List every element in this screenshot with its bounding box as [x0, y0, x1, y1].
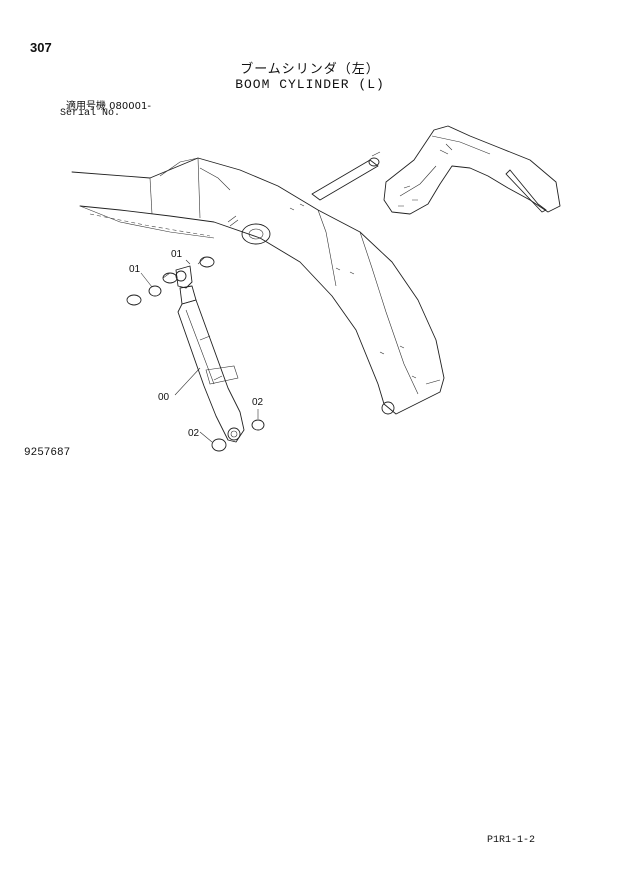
callout-01-top: 01 — [171, 249, 183, 260]
page-code: P1R1-1-2 — [487, 835, 536, 846]
callout-02-right: 02 — [252, 397, 264, 408]
callout-01-left: 01 — [129, 264, 141, 275]
page-number: 307 — [30, 40, 52, 55]
title-english: BOOM CYLINDER (L) — [235, 77, 385, 92]
inset-machine-overview — [383, 125, 561, 215]
leader-lines — [140, 259, 259, 443]
boom-arm — [71, 157, 445, 415]
drawing-number: 9257687 — [24, 447, 71, 459]
inset-pin — [311, 151, 381, 201]
serial-label-english: Serial No. — [60, 108, 121, 119]
serial-label-japanese: 適用号機 080001- — [66, 101, 151, 112]
boom-cylinder — [175, 265, 245, 443]
bushings — [126, 256, 265, 452]
callout-00: 00 — [158, 392, 170, 403]
title-japanese: ブームシリンダ（左） — [240, 62, 380, 77]
callout-02-bottom: 02 — [188, 428, 200, 439]
